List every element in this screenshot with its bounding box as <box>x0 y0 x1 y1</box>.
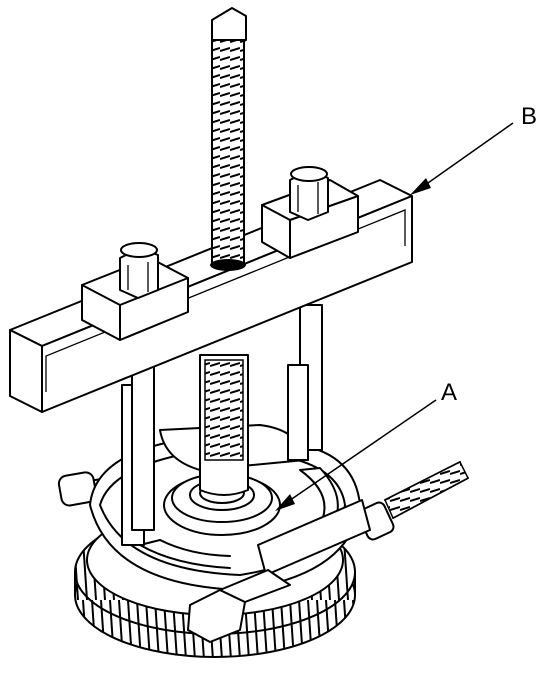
right-side-bolt <box>257 460 469 576</box>
upper-nut-left <box>81 242 189 341</box>
leader-a <box>275 399 437 511</box>
callout-b: B <box>521 103 538 130</box>
leader-b <box>410 122 514 195</box>
upper-nut-right <box>261 166 359 259</box>
center-sleeve <box>199 354 249 496</box>
callout-a: A <box>441 379 458 406</box>
puller-legs <box>121 304 323 546</box>
forcing-screw <box>210 7 247 271</box>
lower-left-nut <box>187 569 291 643</box>
